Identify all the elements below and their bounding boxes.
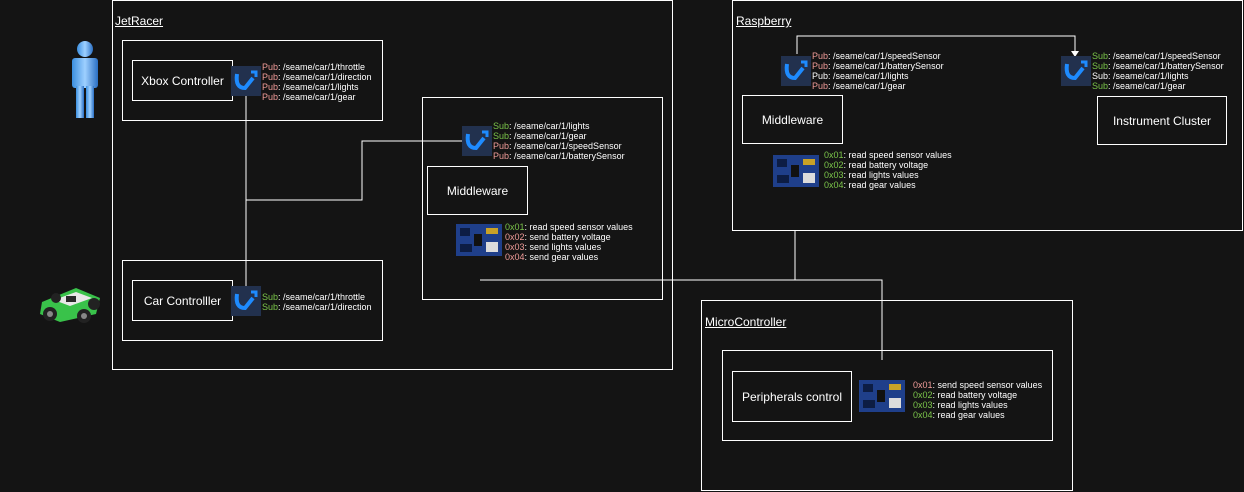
- instrument-cluster-node[interactable]: Instrument Cluster: [1097, 96, 1227, 145]
- jet-middleware-node[interactable]: Middleware: [427, 166, 528, 215]
- jet-middleware-container: [422, 97, 663, 300]
- jet-can-messages: 0x01: read speed sensor values 0x02: sen…: [505, 222, 633, 262]
- mcu-container: [722, 350, 1053, 441]
- raspberry-group: [732, 0, 1243, 231]
- car-controller-node[interactable]: Car Controlller: [132, 280, 233, 321]
- ros-node-icon: [231, 286, 261, 316]
- ros-node-icon: [1061, 56, 1091, 86]
- raspberry-title: Raspberry: [736, 14, 792, 28]
- line-rpi-cluster: [796, 35, 1076, 54]
- car-topics: Sub: /seame/car/1/throttle Sub: /seame/c…: [262, 292, 372, 312]
- microcontroller-title: MicroController: [705, 315, 787, 329]
- mcu-can-messages: 0x01: send speed sensor values 0x02: rea…: [913, 380, 1043, 420]
- jetracer-title: JetRacer: [115, 14, 164, 28]
- xbox-controller-node[interactable]: Xbox Controller: [132, 60, 233, 101]
- can-board-icon: [456, 224, 502, 256]
- can-board-icon: [773, 155, 819, 187]
- cluster-topics: Sub: /seame/car/1/speedSensor Sub: /seam…: [1092, 51, 1224, 91]
- ros-node-icon: [462, 126, 492, 156]
- jet-middleware-topics: Sub: /seame/car/1/lights Sub: /seame/car…: [493, 121, 625, 161]
- ros-node-icon: [231, 66, 261, 96]
- car-icon: [40, 288, 100, 323]
- arrow-head: [1071, 51, 1079, 57]
- rpi-can-messages: 0x01: read speed sensor values 0x02: rea…: [824, 150, 952, 190]
- user-icon: [72, 41, 98, 118]
- microcontroller-group: [701, 300, 1073, 491]
- peripherals-control-node[interactable]: Peripherals control: [732, 371, 852, 422]
- car-container: [122, 260, 383, 341]
- xbox-topics: Pub: /seame/car/1/throttle Pub: /seame/c…: [262, 62, 372, 102]
- can-board-icon: [859, 380, 905, 412]
- xbox-container: [122, 40, 383, 121]
- rpi-middleware-node[interactable]: Middleware: [742, 95, 843, 144]
- line-can-bus: [480, 279, 883, 360]
- ros-node-icon: [781, 56, 811, 86]
- jetracer-group: [112, 0, 673, 370]
- line-xbox-middleware: [246, 140, 463, 201]
- rpi-middleware-topics: Pub: /seame/car/1/speedSensor Pub: /seam…: [812, 51, 944, 91]
